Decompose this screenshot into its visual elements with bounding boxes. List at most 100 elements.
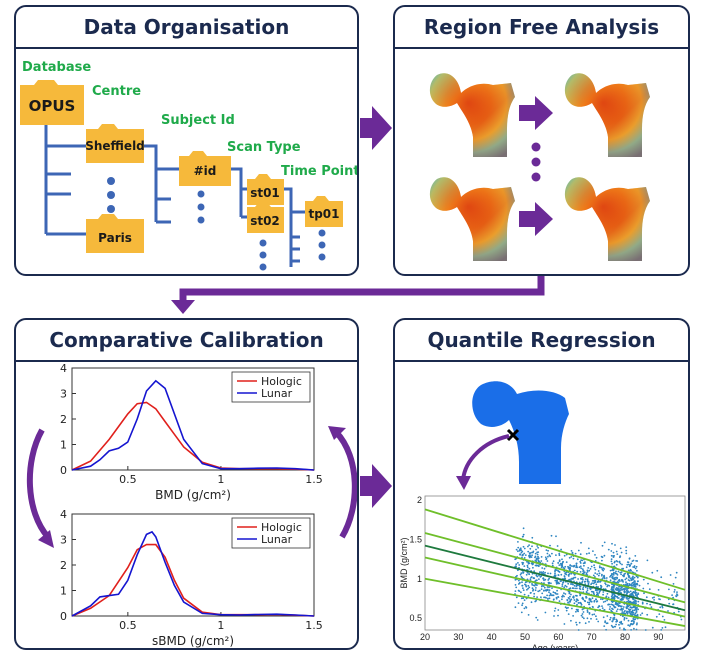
scatter-point <box>586 611 589 613</box>
scatter-point <box>673 589 676 591</box>
scatter-point <box>572 596 574 598</box>
scatter-point <box>622 567 625 570</box>
ellipsis-dots <box>531 142 541 182</box>
scatter-point <box>547 597 549 600</box>
scatter-point <box>517 602 520 604</box>
scatter-point <box>540 585 543 588</box>
scatter-point <box>549 555 552 558</box>
scatter-point <box>635 600 637 602</box>
y-tick-label: 0.5 <box>409 613 422 623</box>
scatter-point <box>569 564 572 566</box>
scatter-point <box>641 601 644 604</box>
scatter-point <box>644 629 647 631</box>
folder-icon <box>86 214 144 253</box>
femur-silhouette <box>456 381 569 490</box>
scatter-point <box>556 589 558 592</box>
folder-opus: OPUS <box>20 80 84 125</box>
scatter-point <box>558 600 561 602</box>
scatter-point <box>591 613 594 616</box>
scatter-point <box>621 563 623 566</box>
scatter-point <box>612 555 615 557</box>
scatter-point <box>651 626 654 629</box>
scatter-point <box>625 617 628 620</box>
scatter-point <box>606 615 609 617</box>
scatter-point <box>570 619 572 622</box>
scatter-point <box>628 625 631 627</box>
scatter-point <box>621 610 624 612</box>
scatter-point <box>553 610 556 612</box>
scatter-point <box>600 585 603 587</box>
scatter-point <box>597 606 599 609</box>
scatter-point <box>528 567 531 570</box>
scatter-point <box>618 560 621 563</box>
y-tick-label: 0 <box>60 610 67 623</box>
x-tick-label: 1 <box>217 619 224 632</box>
scatter-point <box>638 584 641 587</box>
scatter-point <box>621 589 623 591</box>
scatter-point <box>532 589 534 592</box>
scatter-point <box>575 623 578 626</box>
scatter-point <box>553 574 556 576</box>
scatter-point <box>585 552 588 555</box>
dot <box>259 251 267 259</box>
scatter-point <box>582 598 585 601</box>
scatter-point <box>557 562 560 564</box>
scatter-point <box>571 607 573 610</box>
scatter-point <box>636 622 638 625</box>
scatter-point <box>555 581 558 584</box>
scatter-point <box>554 579 557 582</box>
scatter-point <box>627 624 630 627</box>
panel-title: Data Organisation <box>16 7 357 49</box>
scatter-point <box>610 550 613 552</box>
scatter-point <box>669 574 672 576</box>
scatter-point <box>593 593 595 596</box>
scatter-point <box>659 606 662 609</box>
panel-region-free-analysis: Region Free Analysis <box>393 5 690 276</box>
scatter-point <box>625 546 628 548</box>
scatter-point <box>595 618 598 620</box>
scatter-point <box>568 598 571 600</box>
scatter-point <box>656 569 659 572</box>
scatter-point <box>667 610 669 612</box>
scatter-point <box>581 596 584 599</box>
scatter-point <box>641 602 644 605</box>
scatter-point <box>680 618 683 621</box>
scatter-point <box>517 583 520 585</box>
scatter-point <box>601 559 603 562</box>
scatter-point <box>586 617 589 620</box>
scatter-point <box>620 622 622 625</box>
scatter-point <box>624 578 627 581</box>
scatter-point <box>519 547 522 550</box>
scatter-point <box>581 613 584 615</box>
scatter-point <box>637 593 640 595</box>
scatter-point <box>614 560 616 563</box>
scatter-point <box>561 583 564 586</box>
folder-st01: st01 <box>247 174 284 205</box>
scatter-point <box>621 596 624 599</box>
scatter-point <box>584 600 587 603</box>
scatter-point <box>643 592 645 595</box>
scatter-point <box>537 557 540 559</box>
scatter-point <box>571 583 573 585</box>
scatter-point <box>551 552 553 555</box>
scatter-point <box>572 565 575 568</box>
scatter-point <box>570 565 573 567</box>
dot <box>318 229 326 237</box>
arrowhead-icon <box>38 530 54 548</box>
scatter-point <box>567 574 570 577</box>
scatter-point <box>557 574 560 576</box>
cycle-arrows <box>26 428 357 539</box>
scatter-point <box>574 587 576 590</box>
scatter-point <box>523 565 526 567</box>
scatter-point <box>544 611 547 614</box>
scatter-point <box>620 586 623 589</box>
scatter-point <box>591 590 594 593</box>
scatter-point <box>601 544 604 547</box>
scatter-point <box>674 576 677 579</box>
scatter-point <box>615 563 618 566</box>
scatter-point <box>557 614 559 617</box>
scatter-point <box>578 587 581 590</box>
scatter-point <box>530 601 533 604</box>
scatter-point <box>624 628 627 631</box>
curved-arrow <box>461 434 510 481</box>
